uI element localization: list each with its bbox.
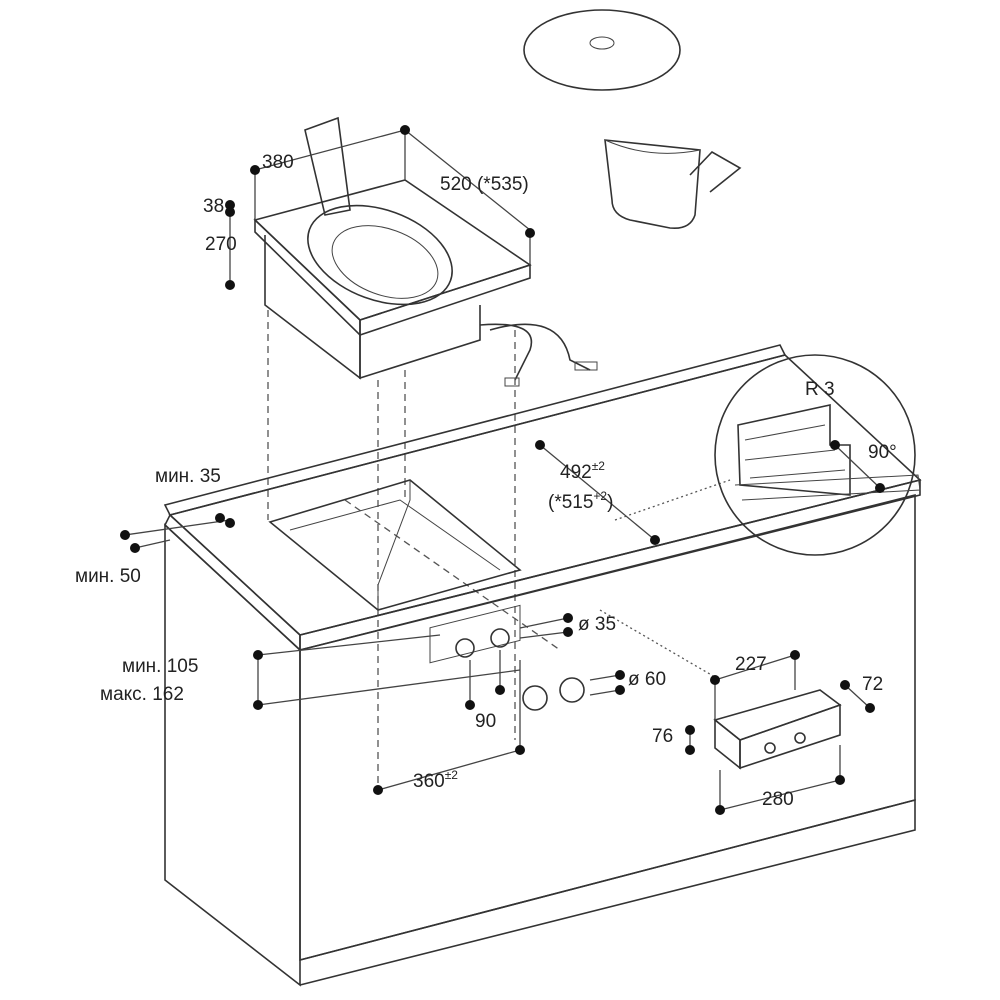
fryer-unit xyxy=(253,116,598,387)
dimension-labels: 380 520 (*535) 38 270 мин. 35 мин. 50 49… xyxy=(75,152,897,810)
label-cutout-492: 492±2 xyxy=(560,459,605,483)
junction-box xyxy=(713,689,842,770)
label-max-162: макс. 162 xyxy=(100,684,184,705)
label-hole-60: ø 60 xyxy=(628,669,666,690)
control-knobs xyxy=(429,604,585,711)
label-min-105: мин. 105 xyxy=(122,656,198,677)
label-min-35: мин. 35 xyxy=(155,466,221,487)
label-box-72: 72 xyxy=(862,674,883,695)
label-box-76: 76 xyxy=(652,726,673,747)
label-radius: R 3 xyxy=(805,379,835,400)
fryer-basket xyxy=(604,139,742,230)
label-rim-38: 38 xyxy=(203,196,224,217)
edge-detail-inset xyxy=(714,354,921,556)
cabinet xyxy=(163,344,922,987)
label-width-380: 380 xyxy=(262,152,294,173)
label-hole-35: ø 35 xyxy=(578,614,616,635)
label-offset-360: 360±2 xyxy=(413,768,458,792)
label-min-50: мин. 50 xyxy=(75,566,141,587)
dimension-points xyxy=(120,125,885,815)
label-depth-520: 520 (*535) xyxy=(440,174,529,195)
fryer-lid xyxy=(523,9,681,91)
dimension-lines xyxy=(124,129,881,811)
label-box-227: 227 xyxy=(735,654,767,675)
label-cutout-515: (*515+2) xyxy=(548,489,613,513)
label-angle: 90° xyxy=(868,442,897,463)
label-box-280: 280 xyxy=(762,789,794,810)
label-spacing-90: 90 xyxy=(475,711,496,732)
projection-lines xyxy=(267,310,731,790)
label-height-270: 270 xyxy=(205,234,237,255)
